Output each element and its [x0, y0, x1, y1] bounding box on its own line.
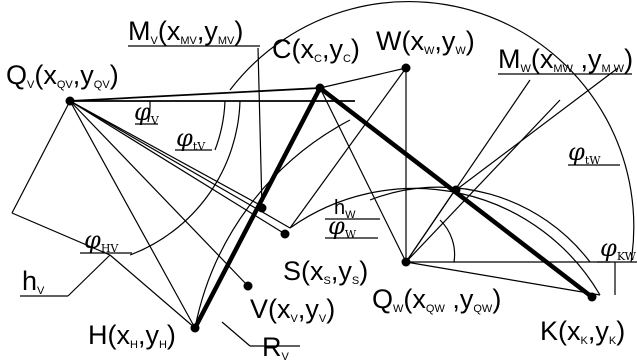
label-qw: QW(xQW ,yQW)	[372, 284, 501, 315]
hv-dimension-arrow-line	[11, 212, 111, 256]
joint-mv	[257, 203, 267, 213]
label-phi-tw: φtW	[568, 138, 601, 167]
label-mw: MW(xMW ,yM W)	[498, 44, 633, 75]
qv-to-v-line	[69, 100, 249, 287]
joint-w	[401, 63, 411, 73]
phitv-arc	[214, 100, 226, 151]
phiv-arc	[147, 100, 151, 123]
phiw-arc	[439, 219, 456, 263]
w-to-s-line	[289, 67, 407, 229]
label-leaders	[20, 47, 620, 347]
label-phi-kw: φKW	[600, 234, 637, 263]
joints	[65, 63, 597, 333]
label-phi-w: φW	[328, 212, 357, 241]
label-phi-tv: φtV	[176, 124, 206, 153]
point-labels: MV(xMV,yMV) C(xC,yC) W(xW,yW) MW(xMW ,yM…	[6, 16, 637, 362]
joint-mw	[451, 185, 461, 195]
c-to-w-line	[319, 67, 407, 89]
qv-angle-arcs	[129, 100, 351, 329]
qv-to-s-line	[69, 100, 286, 235]
joint-qv	[65, 96, 75, 106]
mv-leader	[257, 47, 263, 209]
qv-to-h-line	[69, 100, 196, 329]
joint-v	[243, 281, 253, 291]
label-mv: MV(xMV,yMV)	[128, 16, 243, 47]
label-c: C(xC,yC)	[272, 34, 360, 65]
phihv-arc	[129, 100, 241, 256]
qv-ray-2	[69, 100, 261, 206]
label-hv: hV	[22, 266, 45, 297]
qw-ray-1	[405, 99, 561, 263]
joint-s	[280, 229, 290, 239]
label-s: S(xS,yS)	[283, 256, 368, 287]
label-phi-v: φV	[134, 98, 160, 127]
joint-c	[315, 83, 325, 93]
hv-dimension-extension-2	[109, 254, 196, 329]
label-v: V(xV,yV)	[250, 294, 335, 325]
label-h: H(xH,yH)	[88, 320, 176, 351]
joint-k	[587, 292, 597, 302]
qv-ray-lines	[11, 87, 355, 329]
joint-h	[190, 323, 200, 333]
rv-label-leader	[221, 321, 251, 347]
label-rv: RV	[262, 332, 290, 362]
qv-ray-1	[69, 100, 291, 229]
hv-label-leader	[67, 254, 111, 297]
joint-qw	[401, 257, 411, 267]
w-large-arc	[229, 1, 635, 263]
qw-ray-2	[405, 79, 531, 263]
qw-to-c-line	[319, 87, 407, 263]
label-phi-hv: φHV	[84, 226, 119, 255]
phitw-arc	[369, 186, 591, 263]
label-w: W(xW,yW)	[376, 26, 475, 57]
label-qv: QV(xQV,yQV)	[6, 60, 119, 91]
label-hw: hW	[334, 197, 356, 221]
rv-arc	[194, 119, 351, 329]
qv-to-c-line	[69, 87, 321, 102]
hv-dimension-extension-1	[11, 100, 71, 214]
label-k: K(xK,yK)	[540, 316, 625, 347]
qw-to-k-line	[405, 261, 601, 296]
mw-leader	[455, 67, 619, 191]
